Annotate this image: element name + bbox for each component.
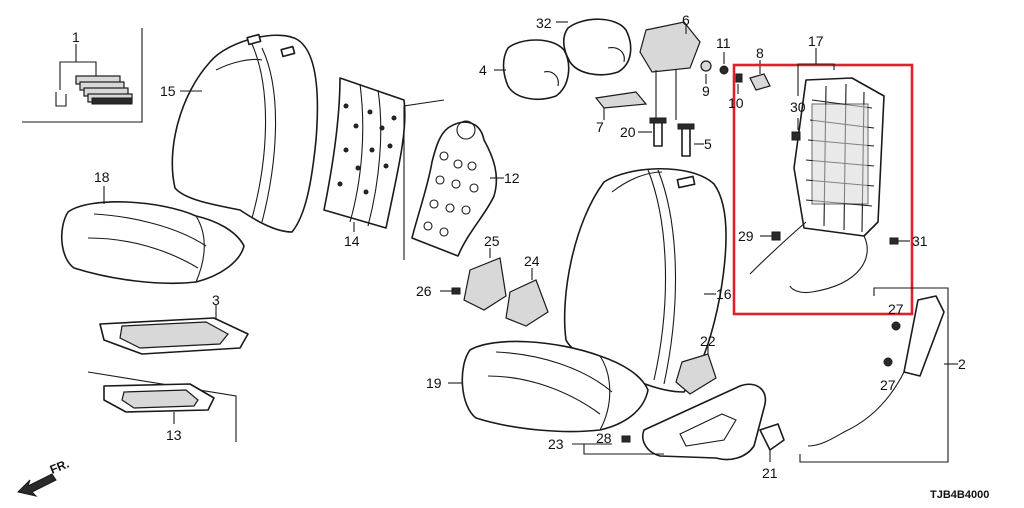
part-10-screw[interactable] bbox=[735, 73, 743, 94]
label-32: 32 bbox=[536, 15, 552, 31]
label-25: 25 bbox=[484, 233, 500, 249]
label-18: 18 bbox=[94, 169, 110, 185]
label-13: 13 bbox=[166, 427, 182, 443]
part-21-cap[interactable] bbox=[759, 423, 785, 462]
part-29-clip[interactable] bbox=[760, 231, 781, 241]
part-32-headrest-cover[interactable] bbox=[556, 18, 632, 76]
part-24-bracket[interactable] bbox=[505, 268, 549, 327]
label-24: 24 bbox=[524, 253, 540, 269]
label-23: 23 bbox=[548, 436, 564, 452]
part-31-screw[interactable] bbox=[889, 237, 910, 245]
part-13-seat-pad[interactable] bbox=[87, 371, 237, 442]
label-22: 22 bbox=[700, 333, 716, 349]
part-15-back-cover[interactable] bbox=[171, 33, 319, 233]
part-7-guide[interactable] bbox=[594, 91, 648, 120]
part-4-headrest[interactable] bbox=[494, 39, 570, 100]
part-26-screw[interactable] bbox=[440, 287, 461, 295]
label-5: 5 bbox=[704, 136, 712, 152]
label-3: 3 bbox=[212, 292, 220, 308]
label-17: 17 bbox=[808, 33, 824, 49]
label-27-upper: 27 bbox=[888, 301, 904, 317]
diagram-code: TJB4B4000 bbox=[930, 489, 989, 501]
label-7: 7 bbox=[596, 119, 604, 135]
part-11-nut[interactable] bbox=[719, 52, 729, 75]
label-12: 12 bbox=[504, 170, 520, 186]
label-31: 31 bbox=[912, 233, 928, 249]
part-23-side-cover[interactable] bbox=[572, 383, 767, 461]
label-21: 21 bbox=[762, 465, 778, 481]
label-1: 1 bbox=[72, 29, 80, 45]
label-26: 26 bbox=[416, 283, 432, 299]
part-19-seat-cushion[interactable] bbox=[448, 340, 649, 433]
part-3-seat-base[interactable] bbox=[99, 304, 249, 355]
label-28: 28 bbox=[596, 430, 612, 446]
label-9: 9 bbox=[702, 83, 710, 99]
part-30-clip[interactable] bbox=[791, 70, 801, 141]
part-1-clip-strip[interactable] bbox=[22, 28, 143, 123]
front-label: FR. bbox=[48, 457, 71, 477]
front-direction-arrow: FR. bbox=[17, 457, 71, 497]
label-16: 16 bbox=[716, 286, 732, 302]
part-18-seat-cover[interactable] bbox=[60, 186, 245, 284]
label-6: 6 bbox=[682, 12, 690, 28]
part-20-pin[interactable] bbox=[638, 117, 667, 147]
part-2-side-airbag[interactable] bbox=[799, 287, 958, 463]
label-30: 30 bbox=[790, 99, 806, 115]
part-9-clip[interactable] bbox=[700, 60, 712, 84]
part-labels: 1 2 3 4 5 6 7 8 9 10 11 12 13 14 15 16 1… bbox=[72, 12, 966, 481]
label-8: 8 bbox=[756, 45, 764, 61]
part-27-nut-lower[interactable] bbox=[883, 357, 893, 367]
label-2: 2 bbox=[958, 356, 966, 372]
label-29: 29 bbox=[738, 228, 754, 244]
part-5-pin[interactable] bbox=[677, 123, 704, 157]
part-8-clip[interactable] bbox=[749, 60, 771, 91]
label-27-lower: 27 bbox=[880, 377, 896, 393]
label-14: 14 bbox=[344, 233, 360, 249]
part-17-back-frame-group[interactable] bbox=[732, 48, 914, 316]
label-11: 11 bbox=[716, 35, 731, 51]
label-10: 10 bbox=[728, 95, 744, 111]
label-4: 4 bbox=[479, 62, 487, 78]
part-28-screw[interactable] bbox=[621, 435, 631, 443]
part-27-nut-upper[interactable] bbox=[891, 321, 901, 331]
label-20: 20 bbox=[620, 124, 636, 140]
part-22-recliner[interactable] bbox=[675, 346, 717, 395]
label-19: 19 bbox=[426, 375, 442, 391]
part-12-back-panel[interactable] bbox=[403, 99, 504, 260]
part-6-headrest-bracket[interactable] bbox=[639, 21, 701, 120]
part-25-bracket[interactable] bbox=[463, 248, 507, 311]
label-15: 15 bbox=[160, 83, 176, 99]
part-14-back-pad[interactable] bbox=[323, 77, 406, 232]
